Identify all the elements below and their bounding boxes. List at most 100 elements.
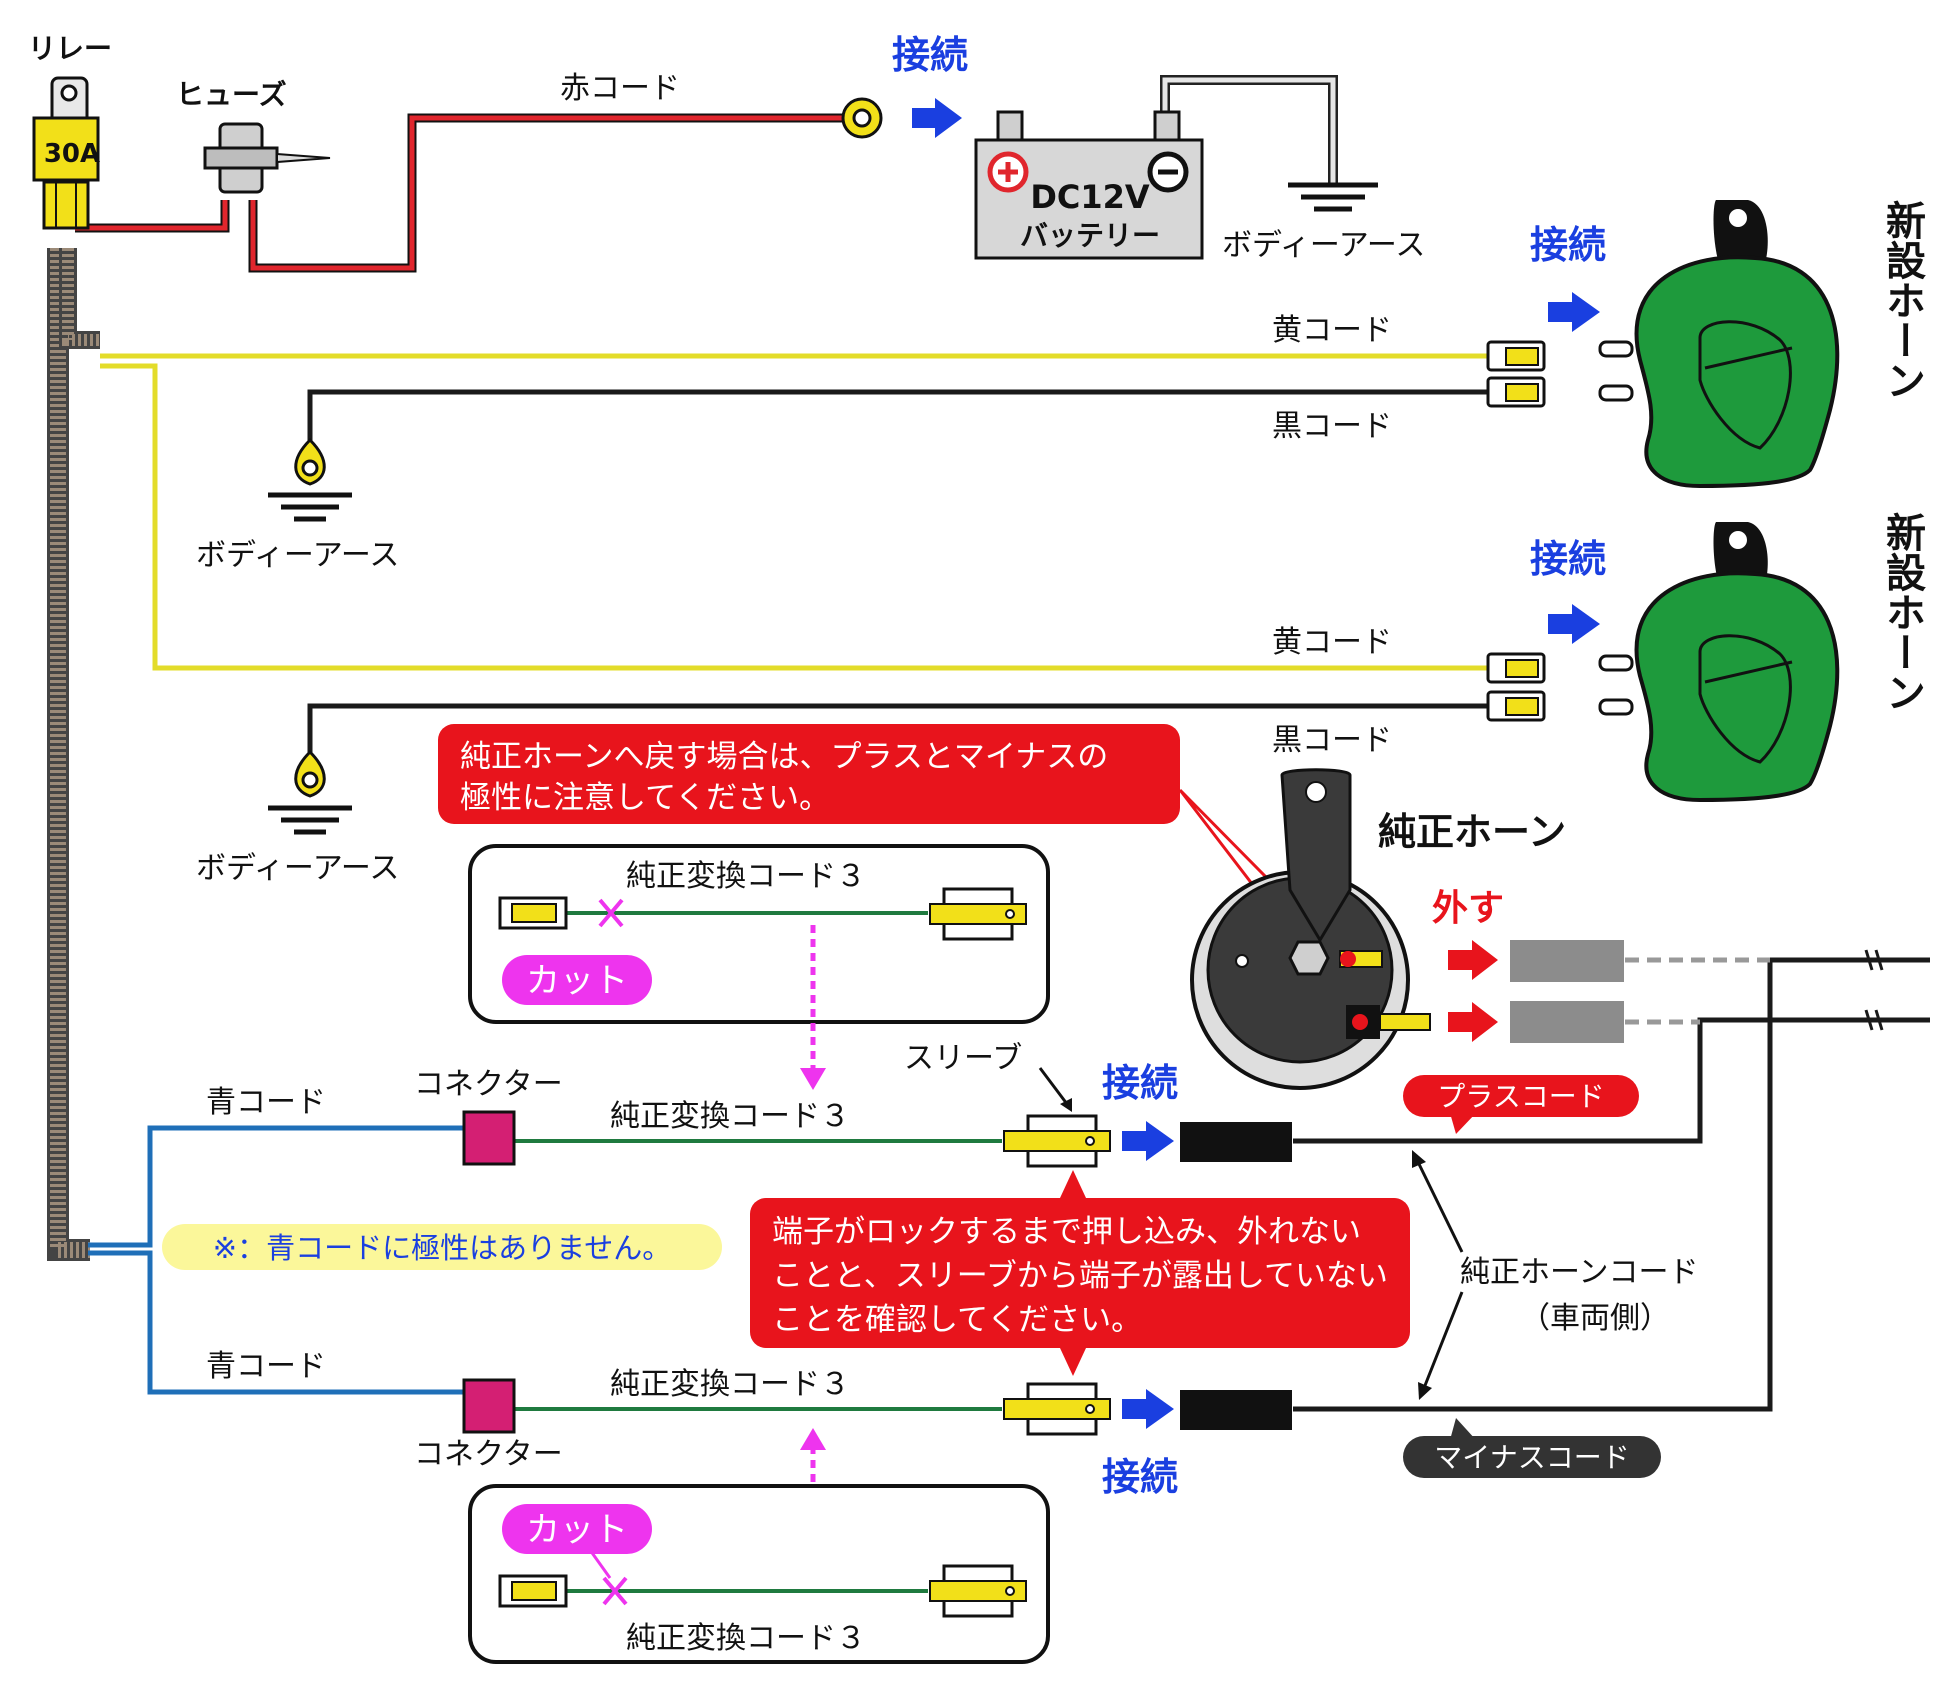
blue-note-text: ※：青コードに極性はありません。 bbox=[213, 1231, 671, 1265]
relay-tab-hole bbox=[60, 84, 78, 102]
oem-horn-nut bbox=[1288, 940, 1330, 976]
oem-cord-pointer-bottom bbox=[1422, 1291, 1464, 1389]
earth-terminal-1 bbox=[268, 437, 352, 522]
polarity-callout bbox=[438, 724, 1180, 824]
body-earth-label-2: ボディーアース bbox=[196, 851, 399, 886]
lock-callout-tail-bottom bbox=[1060, 1348, 1086, 1376]
ring-terminal-hole bbox=[852, 108, 872, 128]
connect-arrow-top bbox=[1122, 1121, 1174, 1161]
blue-wire-top bbox=[88, 1125, 465, 1248]
male-terminal-top-hole bbox=[1085, 1136, 1095, 1146]
body-earth-label-1: ボディーアース bbox=[196, 538, 399, 573]
horn1-bracket bbox=[1713, 200, 1768, 272]
oem-horn-bracket-hole bbox=[1305, 781, 1327, 803]
inset-top-female-terminal bbox=[511, 903, 557, 923]
horn2-pin bbox=[1598, 698, 1634, 716]
pink-connector-top bbox=[462, 1110, 516, 1166]
horn1-bracket-hole bbox=[1729, 209, 1747, 227]
sleeve-pointer-head bbox=[1060, 1098, 1072, 1112]
battery-label: バッテリー bbox=[1020, 219, 1160, 252]
red-wire-outline-b bbox=[248, 113, 855, 273]
male-terminal-bottom-hole bbox=[1085, 1404, 1095, 1414]
plus-cord-tag bbox=[1403, 1075, 1639, 1117]
red-wire-outline-a bbox=[75, 200, 230, 233]
horn2-spiral-line bbox=[1704, 660, 1793, 684]
new-horn-label-2: 新設ホーン bbox=[1879, 512, 1926, 712]
connect-label-top: 接続 bbox=[1102, 1061, 1178, 1105]
oem-horn-minus-terminal bbox=[1379, 1013, 1431, 1031]
ground-bars-1 bbox=[268, 492, 352, 522]
male-terminal-top bbox=[1003, 1130, 1111, 1152]
yellow-wire-horn2 bbox=[100, 363, 1488, 671]
battery-voltage: DC12V bbox=[1030, 178, 1150, 216]
oem-cord-pointer-top-head bbox=[1412, 1150, 1426, 1168]
polarity-note-line2: 極性に注意してください。 bbox=[460, 780, 830, 816]
oem-horn-screw bbox=[1235, 954, 1249, 968]
minus-cord-tag bbox=[1403, 1436, 1661, 1478]
battery bbox=[974, 110, 1204, 260]
harness-tube bbox=[50, 248, 90, 1258]
harness-branch bbox=[62, 248, 100, 346]
horn2-terminal-b bbox=[1505, 697, 1539, 716]
polarity-note-line1: 純正ホーンへ戻す場合は、プラスとマイナスの bbox=[460, 739, 1108, 775]
ground-symbol-battery bbox=[1288, 182, 1378, 212]
horn2-terminal-a bbox=[1505, 659, 1539, 678]
sleeve-label: スリーブ bbox=[904, 1041, 1022, 1076]
cut-label-bottom: カット bbox=[526, 1510, 628, 1550]
battery-earth-wire bbox=[1162, 77, 1336, 185]
horn2-terminals bbox=[1486, 652, 1546, 722]
connect-label-horn2: 接続 bbox=[1530, 537, 1606, 581]
blue-wire-bottom bbox=[88, 1250, 465, 1395]
inset-top-male-terminal bbox=[929, 903, 1027, 925]
horn1-spiral bbox=[1698, 320, 1792, 450]
conversion-cord-label-bottom: 純正変換コード３ bbox=[610, 1367, 850, 1402]
cut-badge-bottom-tail bbox=[588, 1549, 612, 1579]
earth-lug-hole-2 bbox=[301, 771, 319, 789]
lock-callout bbox=[750, 1198, 1410, 1348]
removed-connector-plus bbox=[1510, 940, 1624, 982]
break-mark-1 bbox=[1864, 949, 1884, 971]
relay-body bbox=[32, 116, 100, 182]
connect-arrow-battery bbox=[912, 98, 962, 138]
horn1-terminal-a bbox=[1505, 347, 1539, 366]
oem-plus-cord bbox=[1293, 1017, 1860, 1144]
connect-label-horn1: 接続 bbox=[1530, 223, 1606, 267]
sleeve-pointer bbox=[1038, 1067, 1072, 1109]
minus-cord-tag-tail bbox=[1450, 1418, 1476, 1440]
cut-label-top: カット bbox=[526, 961, 628, 1001]
yellow-cord-label-1: 黄コード bbox=[1272, 313, 1392, 348]
blue-cord-label-bottom: 青コード bbox=[206, 1349, 326, 1384]
relay bbox=[32, 76, 100, 230]
red-wire-fuse-battery bbox=[250, 115, 855, 271]
new-horn-1 bbox=[1598, 200, 1840, 489]
insert-arrow-top-head bbox=[800, 1068, 826, 1090]
cut-badge-bottom bbox=[502, 1504, 652, 1554]
red-cord-label: 赤コード bbox=[560, 71, 680, 106]
oem-cord-pointer-top bbox=[1416, 1161, 1464, 1253]
oem-horn-plus-dot bbox=[1340, 951, 1356, 967]
blue-cord-label-top: 青コード bbox=[206, 1085, 326, 1120]
earth-terminal-2 bbox=[268, 749, 352, 835]
remove-arrow-plus bbox=[1448, 940, 1498, 980]
oem-horn-bracket bbox=[1280, 768, 1352, 943]
pink-connector-bottom bbox=[462, 1378, 516, 1434]
yellow-cord-label-2: 黄コード bbox=[1272, 625, 1392, 660]
oem-horn bbox=[1190, 768, 1431, 1090]
lock-note-line3: ことを確認してください。 bbox=[772, 1302, 1142, 1338]
new-horn-2 bbox=[1598, 522, 1840, 803]
oem-connector-minus bbox=[1180, 1390, 1292, 1430]
oem-horn-label: 純正ホーン bbox=[1378, 810, 1566, 854]
black-cord-label-1: 黒コード bbox=[1272, 409, 1392, 444]
battery-post-plus bbox=[996, 110, 1024, 142]
oem-horn-cord-label: 純正ホーンコード bbox=[1460, 1255, 1699, 1290]
horn2-body bbox=[1634, 571, 1840, 803]
ground-bars-2 bbox=[268, 805, 352, 835]
break-mark-2 bbox=[1864, 1009, 1884, 1031]
body-earth-label-battery: ボディーアース bbox=[1222, 228, 1425, 263]
new-horn-label-1: 新設ホーン bbox=[1879, 200, 1926, 400]
connect-arrow-horn1 bbox=[1548, 292, 1600, 332]
oem-horn-minus-dot bbox=[1352, 1014, 1368, 1030]
connect-arrow-bottom bbox=[1122, 1389, 1174, 1429]
horn1-terminal-b bbox=[1505, 383, 1539, 402]
